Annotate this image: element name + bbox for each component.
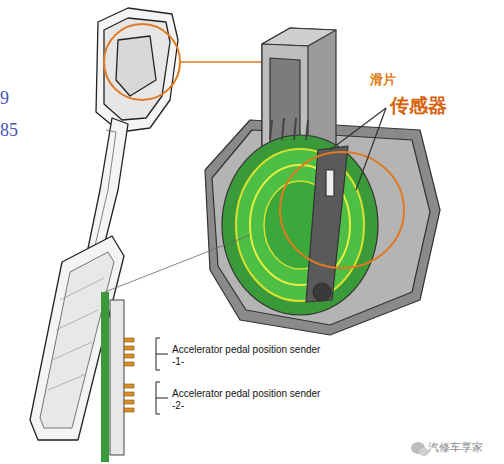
part-name: 传感器 <box>390 94 470 117</box>
zoom-circle <box>104 24 180 100</box>
sensor-magnified <box>205 28 440 335</box>
leader-line <box>330 108 386 190</box>
watermark: 汽修车享家 <box>428 441 502 454</box>
signal-name: Accelerator pedal position sender -2- <box>172 388 322 412</box>
callout-number: 85 <box>0 120 40 142</box>
watermark-icon <box>411 442 429 456</box>
zoom-line <box>180 61 262 63</box>
callout-number: 9 <box>0 88 30 110</box>
signal-name: Accelerator pedal position sender -1- <box>172 344 322 368</box>
part-name: 滑片 <box>370 72 410 88</box>
zoom-circle <box>280 152 404 268</box>
